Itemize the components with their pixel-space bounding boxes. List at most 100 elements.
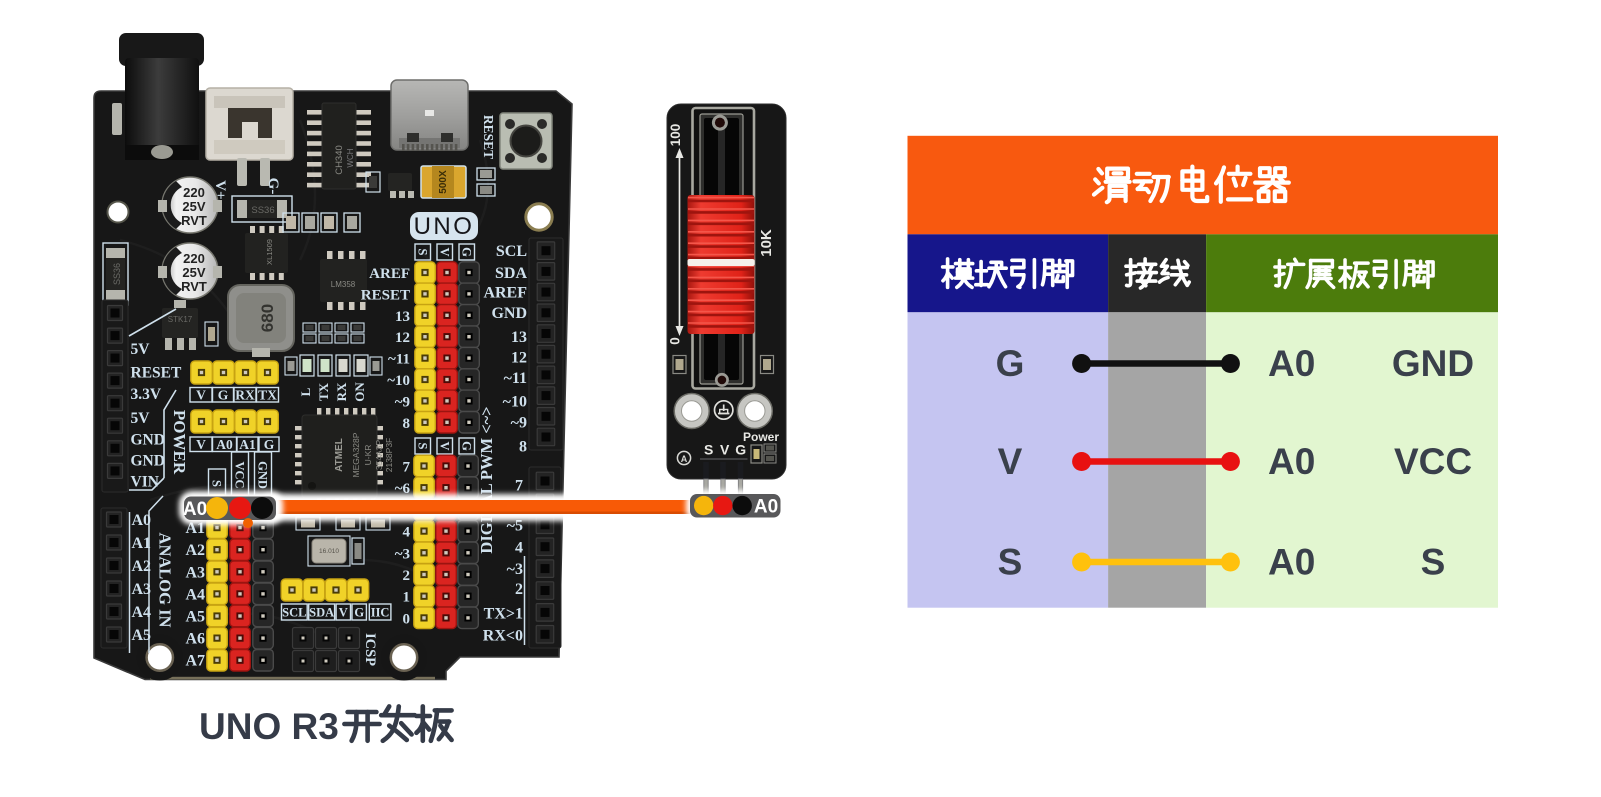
svg-text:2138P3F: 2138P3F — [384, 438, 394, 473]
svg-text:A4: A4 — [132, 604, 152, 621]
svg-text:25V: 25V — [182, 199, 205, 214]
svg-text:25V: 25V — [182, 265, 205, 280]
svg-text:~9: ~9 — [511, 414, 527, 431]
svg-text:G: G — [459, 247, 473, 257]
svg-text:AREF: AREF — [369, 266, 410, 282]
svg-text:G: G — [354, 605, 364, 619]
svg-text:500X: 500X — [438, 170, 449, 194]
svg-text:V: V — [437, 441, 451, 450]
svg-text:UNO: UNO — [414, 213, 475, 240]
svg-text:ANALOG IN: ANALOG IN — [156, 533, 175, 628]
svg-text:U-KR: U-KR — [363, 445, 373, 466]
svg-text:12: 12 — [511, 349, 527, 366]
svg-text:S: S — [704, 442, 713, 458]
svg-text:G: G — [996, 343, 1025, 384]
svg-text:RX: RX — [334, 382, 349, 401]
svg-text:RESET: RESET — [361, 287, 410, 303]
svg-text:3.3V: 3.3V — [131, 386, 162, 403]
svg-text:S: S — [1421, 542, 1446, 583]
svg-text:G: G — [218, 387, 229, 402]
svg-text:A4: A4 — [185, 586, 205, 603]
svg-text:IIC: IIC — [371, 605, 390, 619]
svg-text:V: V — [437, 247, 451, 256]
svg-text:680: 680 — [258, 304, 277, 332]
svg-text:AREF: AREF — [483, 285, 527, 302]
svg-text:VCC: VCC — [1394, 441, 1472, 482]
svg-text:~10: ~10 — [387, 373, 410, 389]
svg-text:5V: 5V — [131, 410, 151, 427]
svg-text:4: 4 — [515, 539, 523, 556]
svg-text:220: 220 — [183, 185, 205, 200]
svg-text:TX>1: TX>1 — [484, 606, 523, 623]
svg-text:5V: 5V — [131, 341, 151, 358]
svg-text:A5: A5 — [132, 627, 152, 644]
svg-text:A0: A0 — [1268, 542, 1315, 583]
svg-text:~6: ~6 — [395, 481, 411, 497]
svg-text:GND: GND — [131, 432, 165, 449]
svg-text:8: 8 — [519, 438, 527, 455]
svg-text:13: 13 — [395, 309, 410, 325]
svg-text:GND: GND — [1392, 343, 1474, 384]
svg-text:VCC: VCC — [233, 461, 247, 488]
svg-text:A1: A1 — [239, 437, 256, 452]
svg-text:A0: A0 — [216, 437, 233, 452]
svg-text:A0: A0 — [1268, 343, 1315, 384]
svg-text:LM358: LM358 — [331, 280, 356, 289]
svg-text:V: V — [720, 442, 730, 458]
svg-text:1: 1 — [403, 590, 411, 606]
svg-text:G: G — [264, 437, 275, 452]
svg-text:V: V — [196, 387, 206, 402]
svg-text:L: L — [298, 387, 313, 396]
svg-text:A5: A5 — [185, 609, 205, 626]
svg-text:A3: A3 — [132, 581, 152, 598]
svg-text:A7: A7 — [185, 653, 205, 670]
svg-text:10K: 10K — [758, 229, 775, 257]
svg-text:~11: ~11 — [388, 352, 410, 368]
svg-text:CH340: CH340 — [334, 145, 345, 175]
svg-text:12: 12 — [395, 330, 410, 346]
svg-text:RVT: RVT — [181, 213, 207, 228]
svg-text:DIGITAL PWM <~>: DIGITAL PWM <~> — [477, 406, 496, 553]
svg-text:SDA: SDA — [309, 605, 334, 619]
svg-text:GND: GND — [131, 452, 165, 469]
svg-text:GND: GND — [256, 461, 270, 489]
svg-text:RX: RX — [235, 387, 255, 402]
svg-text:~11: ~11 — [504, 370, 527, 387]
svg-text:A2: A2 — [185, 542, 205, 559]
svg-text:A6: A6 — [185, 631, 205, 648]
svg-text:RVT: RVT — [181, 279, 207, 294]
svg-text:~5: ~5 — [507, 518, 523, 535]
svg-text:8: 8 — [403, 416, 411, 432]
svg-text:SDA: SDA — [495, 265, 527, 282]
svg-text:SS36: SS36 — [112, 263, 122, 285]
svg-text:A0: A0 — [1268, 441, 1315, 482]
svg-text:~9: ~9 — [395, 394, 410, 410]
svg-text:A2: A2 — [132, 558, 152, 575]
svg-text:S: S — [415, 249, 429, 256]
svg-text:WCH: WCH — [346, 148, 355, 167]
svg-text:POWER: POWER — [170, 410, 189, 475]
svg-text:RESET: RESET — [481, 115, 496, 159]
svg-text:2: 2 — [515, 581, 523, 598]
svg-text:GND: GND — [491, 305, 527, 322]
svg-text:~3: ~3 — [507, 561, 523, 578]
svg-text:~10: ~10 — [503, 394, 527, 411]
svg-text:~3: ~3 — [395, 546, 410, 562]
svg-text:S: S — [415, 443, 429, 450]
svg-text:XL1509: XL1509 — [265, 239, 274, 265]
svg-text:SS36: SS36 — [251, 205, 274, 216]
svg-text:7: 7 — [403, 460, 411, 476]
svg-text:MEGA328P: MEGA328P — [351, 432, 361, 477]
svg-text:S: S — [210, 480, 224, 487]
svg-text:0: 0 — [403, 611, 411, 627]
svg-text:G: G — [459, 441, 473, 451]
svg-text:A0: A0 — [754, 497, 778, 518]
svg-text:VIN: VIN — [131, 474, 159, 491]
svg-text:G: G — [735, 442, 746, 458]
svg-text:A0: A0 — [183, 499, 207, 520]
svg-text:A1: A1 — [132, 535, 152, 552]
svg-text:4: 4 — [403, 525, 411, 541]
svg-text:V: V — [196, 437, 206, 452]
svg-text:13: 13 — [511, 329, 527, 346]
svg-text:SCL: SCL — [496, 243, 527, 260]
